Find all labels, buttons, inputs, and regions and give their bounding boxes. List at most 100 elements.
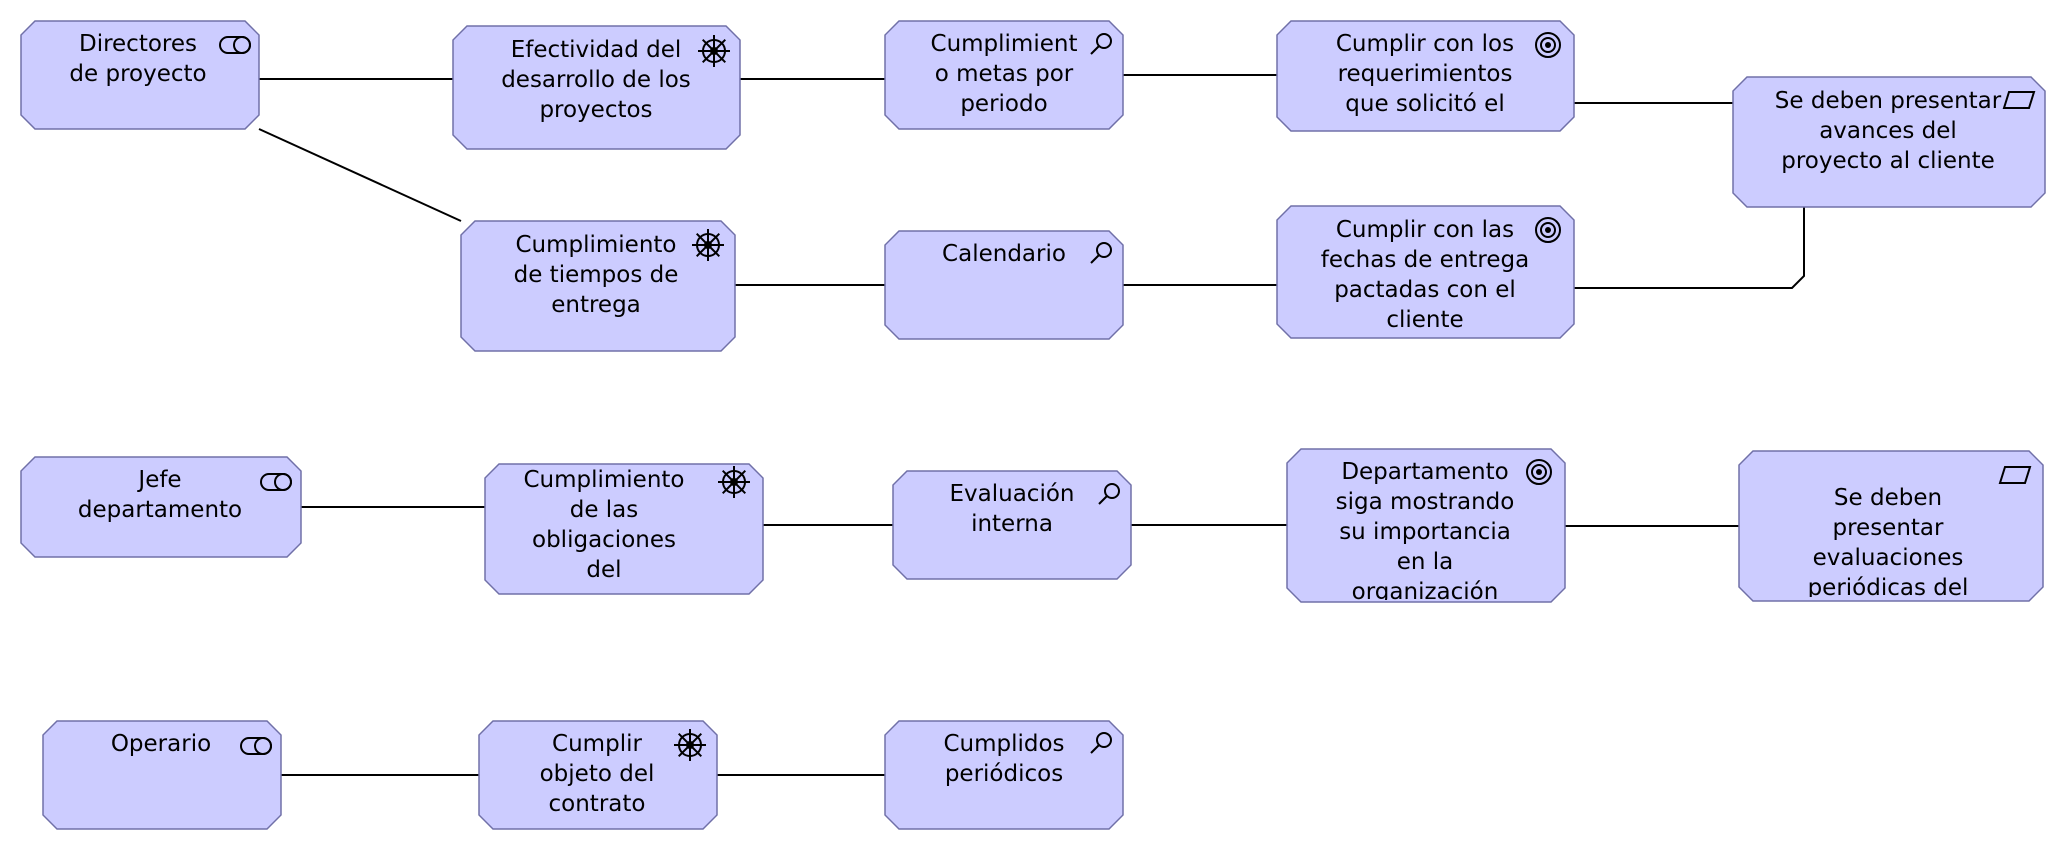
node-shape (1732, 76, 2046, 208)
node-shape (1738, 450, 2044, 602)
node-operario[interactable]: Operario (42, 720, 282, 830)
magnifier-icon (1098, 483, 1120, 505)
node-shape (1276, 20, 1575, 132)
node-shape (20, 20, 260, 130)
node-label-line: Cumplir (552, 731, 642, 757)
role-toggle-icon (260, 473, 292, 491)
wheel-icon (674, 729, 706, 761)
node-shape (484, 463, 764, 595)
node-label: Cumplimiento de tiempos de entrega (514, 232, 679, 318)
node-label-line: Efectividad del (511, 37, 682, 63)
node-fechas[interactable]: Cumplir con las fechas de entrega pactadas… (1276, 205, 1575, 339)
node-label-line: pactadas con el (1334, 277, 1516, 303)
node-jefe[interactable]: Jefe departamento (20, 456, 302, 558)
node-label-line: Cumplir con los (1336, 31, 1514, 57)
node-calendario[interactable]: Calendario (884, 230, 1124, 340)
node-label-line: departamento (1806, 605, 1970, 631)
node-label-line: Departamento (1341, 459, 1508, 485)
node-label-line: Directores (79, 31, 197, 57)
wheel-icon (698, 35, 730, 67)
connector-fechas-to-avances (1574, 207, 1805, 289)
node-shape (884, 230, 1124, 340)
node-label: Cumplir con los requerimientos que solicit… (1336, 31, 1514, 117)
node-obligaciones[interactable]: Cumplimiento de las obligaciones del (484, 463, 764, 595)
node-label-line: Cumplidos (943, 731, 1064, 757)
node-label-line: que solicitó el (1345, 91, 1504, 117)
node-label-line: su importancia (1339, 519, 1511, 545)
node-label-line: entrega (551, 292, 641, 318)
node-label-line: Se deben presentar (1775, 88, 2002, 114)
wheel-icon (718, 466, 750, 498)
node-label: Calendario (942, 241, 1066, 267)
node-label: Se deben presentar evaluaciones periódicas … (1806, 485, 1970, 631)
node-shape (460, 220, 736, 352)
node-evaluaciones[interactable]: Se deben presentar evaluaciones periódicas … (1738, 450, 2044, 631)
node-label-line: Jefe (136, 467, 181, 493)
node-label: Cumplir con las fechas de entrega pactadas… (1321, 217, 1529, 333)
wheel-icon (692, 229, 724, 261)
node-label-line: de proyecto (69, 61, 206, 87)
parallelogram-icon (1998, 466, 2032, 484)
node-efectividad[interactable]: Efectividad del desarrollo de los proyecto… (452, 25, 741, 150)
node-evaluacion[interactable]: Evaluación interna (892, 470, 1132, 580)
node-label-line: fechas de entrega (1321, 247, 1529, 273)
node-label-line: Cumplimiento (515, 232, 676, 258)
node-label-line: proyectos (539, 97, 652, 123)
node-label: Operario (111, 731, 211, 757)
node-label: Departamento siga mostrando su importancia… (1336, 459, 1515, 605)
node-shape (1286, 448, 1566, 603)
node-label-line: evaluaciones (1813, 545, 1964, 571)
node-label-line: proyecto al cliente (1781, 148, 1995, 174)
nodes: Directores de proyecto Efectividad del desa… (20, 20, 2046, 830)
role-toggle-icon (240, 737, 272, 755)
target-icon (1535, 32, 1561, 58)
node-label-line: requerimientos (1338, 61, 1513, 87)
node-shape (20, 456, 302, 558)
node-departamento[interactable]: Departamento siga mostrando su importancia… (1286, 448, 1566, 605)
node-cumplir-requerimientos[interactable]: Cumplir con los requerimientos que solicit… (1276, 20, 1575, 132)
node-label-line: desarrollo de los (501, 67, 691, 93)
node-cumplidos[interactable]: Cumplidos periódicos (884, 720, 1124, 830)
node-label-line: o metas por (935, 61, 1074, 87)
node-label-line: objeto del (540, 761, 655, 787)
target-icon (1535, 217, 1561, 243)
parallelogram-icon (2002, 91, 2036, 109)
node-label: Efectividad del desarrollo de los proyecto… (501, 37, 691, 123)
node-label-line: de las (570, 497, 639, 523)
node-label-line: periódicos (945, 761, 1063, 787)
node-label-line: de tiempos de (514, 262, 679, 288)
node-shape (478, 720, 718, 830)
node-label-line: presentar (1833, 515, 1945, 541)
node-label-line: obligaciones (532, 527, 676, 553)
node-label-line: cliente (1386, 307, 1463, 333)
node-label-line: departamento (78, 497, 242, 523)
node-label: Directores de proyecto (69, 31, 206, 87)
node-label-line: Evaluación (950, 481, 1075, 507)
node-label-line: del (586, 557, 621, 583)
node-label-line: periodo (960, 91, 1047, 117)
magnifier-icon (1090, 732, 1112, 754)
magnifier-icon (1090, 242, 1112, 264)
node-label-line: Cumplir con las (1336, 217, 1514, 243)
node-shape (1276, 205, 1575, 339)
node-label-line: siga mostrando (1336, 489, 1515, 515)
node-label: Cumplimiento de las obligaciones del (523, 467, 684, 583)
node-label-line: interna (971, 511, 1053, 537)
node-label-line: Cumplimiento (523, 467, 684, 493)
node-label: Jefe departamento (78, 467, 242, 523)
node-label-line: periódicas del (1808, 575, 1969, 601)
node-tiempos[interactable]: Cumplimiento de tiempos de entrega (460, 220, 736, 352)
node-shape (452, 25, 741, 150)
node-directores[interactable]: Directores de proyecto (20, 20, 260, 130)
node-shape (884, 20, 1124, 130)
node-shape (42, 720, 282, 830)
node-label-line: Se deben (1834, 485, 1942, 511)
target-icon (1526, 459, 1552, 485)
magnifier-icon (1090, 33, 1112, 55)
node-shape (892, 470, 1132, 580)
